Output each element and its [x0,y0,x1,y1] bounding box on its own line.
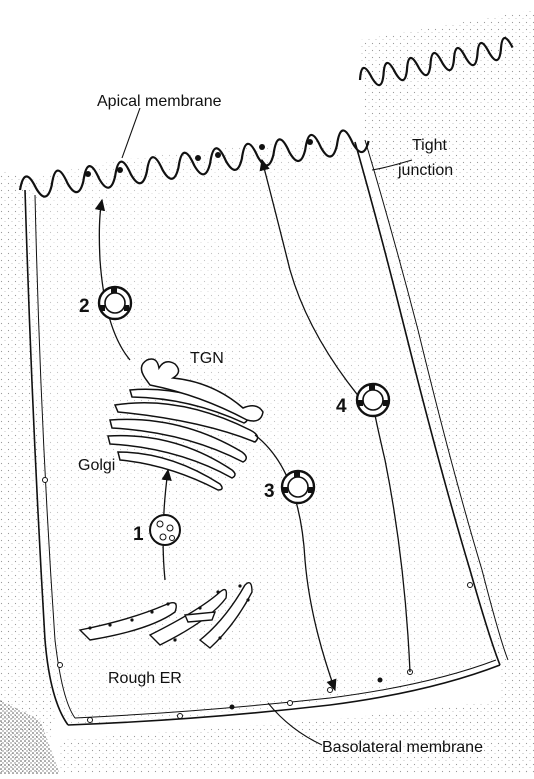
vesicle-4 [357,384,389,416]
rough-er-label: Rough ER [108,670,182,687]
vesicle-3 [282,471,314,503]
tight-junction-label-line2: junction [397,162,453,179]
step-3-label: 3 [264,481,275,502]
golgi-label: Golgi [78,457,115,474]
step-4-label: 4 [336,396,347,417]
step-1-label: 1 [133,524,144,545]
vesicle-2 [99,287,131,319]
vesicle-1 [150,515,180,545]
tgn-label: TGN [190,350,224,367]
basolateral-membrane-label: Basolateral membrane [322,739,483,756]
apical-membrane-label: Apical membrane [97,93,222,110]
tight-junction-label-line1: Tight [412,137,448,154]
step-2-label: 2 [79,296,90,317]
